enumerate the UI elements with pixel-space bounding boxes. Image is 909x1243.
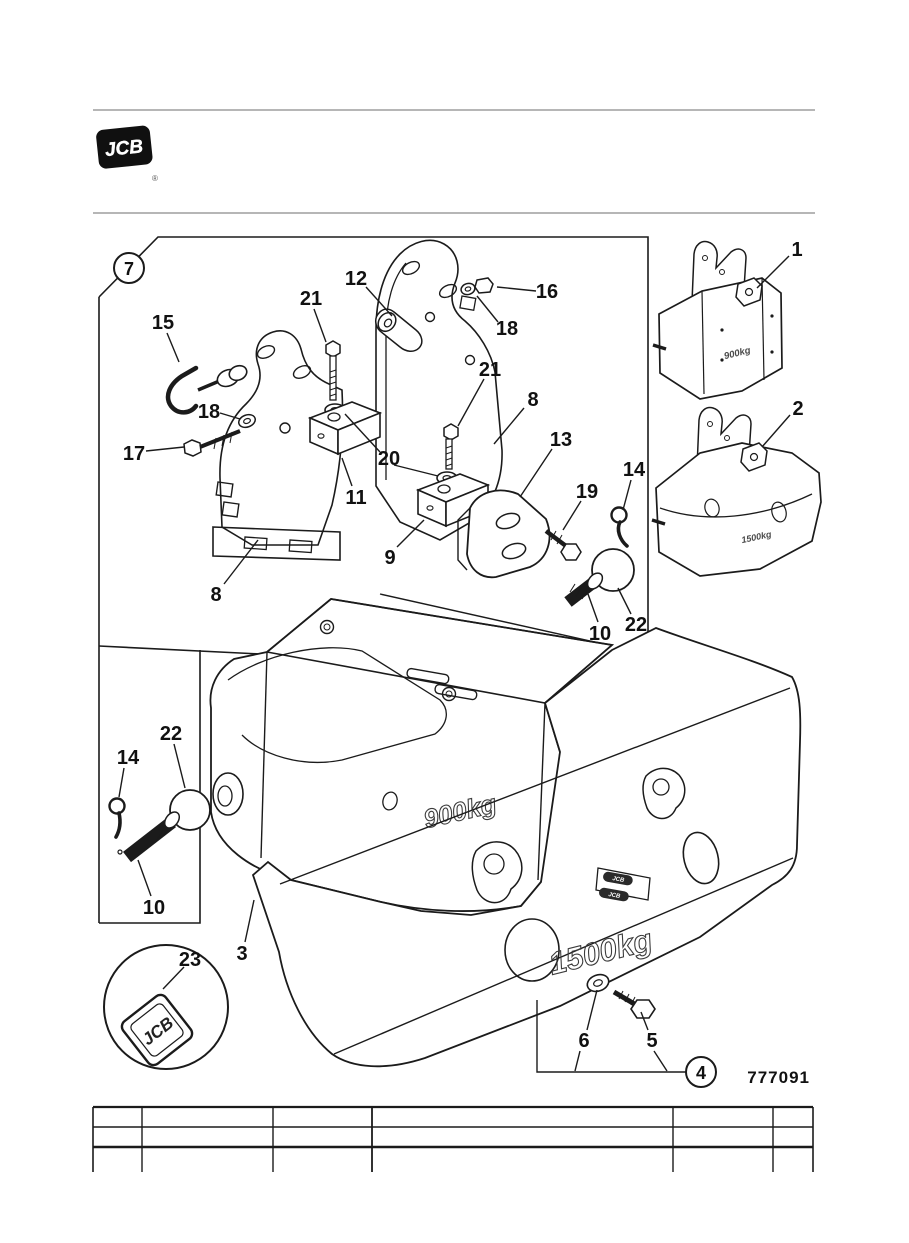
callout-8-left: 8 xyxy=(210,584,221,606)
detail-circle-23: JCB xyxy=(103,944,229,1070)
callout-8-right: 8 xyxy=(527,389,538,411)
tow-plate-13 xyxy=(457,489,551,579)
callout-5: 5 xyxy=(646,1030,657,1052)
hook-15 xyxy=(165,364,248,415)
callout-23: 23 xyxy=(179,949,201,971)
washer-6 xyxy=(586,973,610,993)
callout-19: 19 xyxy=(576,481,598,503)
linch-pin-14-right xyxy=(610,506,629,548)
callout-labels: 1 2 3 5 6 8 8 9 10 10 11 12 13 14 14 15 … xyxy=(117,239,804,1052)
callout-12: 12 xyxy=(345,268,367,290)
bolt-17 xyxy=(183,429,241,457)
channel-edge xyxy=(379,593,609,646)
spacer-12 xyxy=(375,308,423,352)
callout-17: 17 xyxy=(123,443,145,465)
bolt-21-left xyxy=(325,340,341,401)
clamp-block-11 xyxy=(307,401,383,456)
counterweight-1500: JCB JCB 1500kg xyxy=(251,627,802,1068)
callout-7: 7 xyxy=(124,259,134,279)
callout-1: 1 xyxy=(791,239,802,261)
callout-9: 9 xyxy=(384,547,395,569)
callout-4: 4 xyxy=(696,1063,706,1083)
callout-18-top: 18 xyxy=(496,318,518,340)
callout-10-left: 10 xyxy=(143,897,165,919)
bolt-5 xyxy=(612,989,656,1019)
bolt-19 xyxy=(544,529,582,561)
decal-plate: JCB JCB xyxy=(595,867,651,902)
jcb-logo-text: JCB xyxy=(104,136,144,161)
callout-15: 15 xyxy=(152,312,174,334)
washer-18-left xyxy=(238,413,256,429)
callout-6: 6 xyxy=(578,1030,589,1052)
parts-table-grid xyxy=(92,1105,814,1172)
callout-20: 20 xyxy=(378,448,400,470)
callout-22-right: 22 xyxy=(625,614,647,636)
callout-14-left: 14 xyxy=(117,747,140,769)
screw-16-washer-18 xyxy=(460,277,494,296)
callout-13: 13 xyxy=(550,429,572,451)
callout-21-right: 21 xyxy=(479,359,501,381)
assembly-1: 900kg xyxy=(652,240,783,400)
ball-pin-10-right xyxy=(564,548,635,607)
ball-pin-10-left xyxy=(117,789,211,863)
bracket-plate-right xyxy=(375,239,503,541)
callout-14-right: 14 xyxy=(623,459,646,481)
callout-10-right: 10 xyxy=(589,623,611,645)
decal-top-text: JCB xyxy=(612,876,626,884)
bolt-21-right xyxy=(443,423,459,470)
callout-16: 16 xyxy=(536,281,558,303)
figure-number: 777091 xyxy=(747,1068,810,1087)
callout-18-left: 18 xyxy=(198,401,220,423)
callout-21-left: 21 xyxy=(300,288,322,310)
leader-lines xyxy=(118,255,791,1073)
jcb-logo: JCB xyxy=(96,125,153,169)
assembly-2: 1500kg xyxy=(651,406,822,577)
circled-callout-4: 4 xyxy=(685,1056,717,1088)
callout-2: 2 xyxy=(792,398,803,420)
linch-pin-14-left xyxy=(108,797,126,839)
circled-callout-7: 7 xyxy=(113,252,145,284)
callout-11: 11 xyxy=(345,487,366,509)
decal-bottom-text: JCB xyxy=(608,892,622,900)
callout-3: 3 xyxy=(236,943,247,965)
callout-22-left: 22 xyxy=(160,723,182,745)
registered-mark: ® xyxy=(152,174,158,183)
clamp-block-9 xyxy=(415,473,491,528)
